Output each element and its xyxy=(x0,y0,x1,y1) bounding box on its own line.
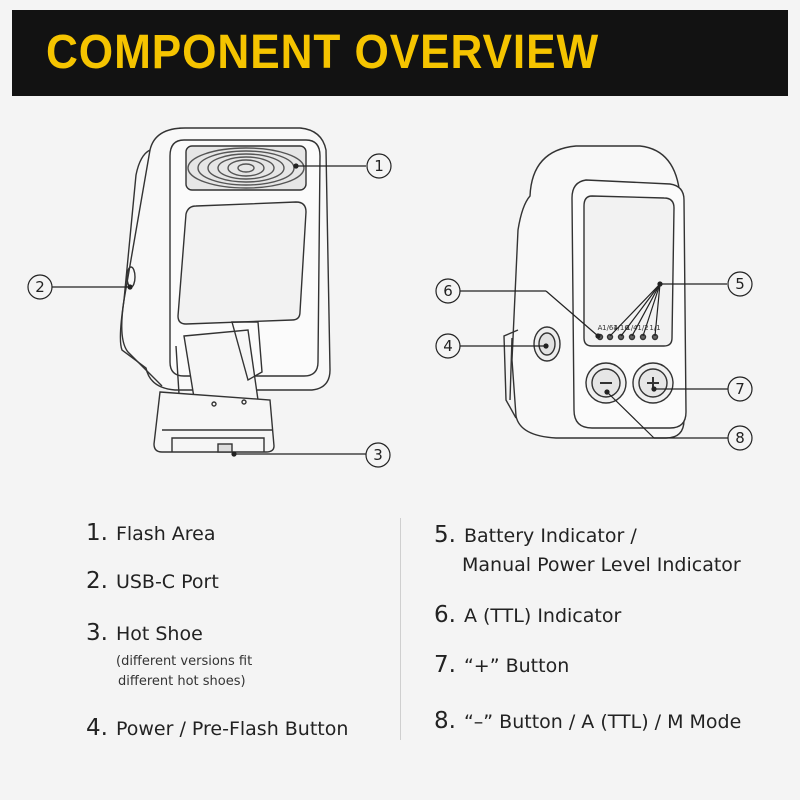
legend-item-1: 1.Flash Area xyxy=(86,520,216,546)
back-device xyxy=(503,145,687,439)
callout-markers: 1 2 3 4 5 6 7 8 xyxy=(27,153,753,468)
legend-item-8: 8.“–” Button / A (TTL) / M Mode xyxy=(434,708,742,734)
callout-4: 4 xyxy=(435,333,461,359)
svg-text:5: 5 xyxy=(735,275,745,293)
led-label-a: A xyxy=(598,324,603,332)
led-label-1-16: 1/16 xyxy=(613,324,629,332)
front-device xyxy=(119,127,331,453)
svg-text:7: 7 xyxy=(735,380,745,398)
callout-2: 2 xyxy=(27,274,53,300)
legend-item-3-note-line1: (different versions fit xyxy=(116,654,253,669)
legend-item-3: 3.Hot Shoe xyxy=(86,620,203,646)
led-labels: A 1/64 1/16 1/4 1/2 1/1 xyxy=(598,324,661,332)
plus-button[interactable] xyxy=(632,362,674,404)
led-label-1-1: 1/1 xyxy=(649,324,660,332)
page-title: COMPONENT OVERVIEW xyxy=(46,26,600,79)
svg-text:3: 3 xyxy=(373,446,383,464)
legend-item-4: 4.Power / Pre-Flash Button xyxy=(86,715,349,741)
svg-text:6: 6 xyxy=(443,282,453,300)
legend-item-5-line2: Manual Power Level Indicator xyxy=(462,554,741,576)
callout-7: 7 xyxy=(727,376,753,402)
svg-text:4: 4 xyxy=(443,337,453,355)
callout-5: 5 xyxy=(727,271,753,297)
legend-item-3-note-line2: different hot shoes) xyxy=(118,674,246,689)
led-indicator-row xyxy=(596,333,659,341)
minus-button[interactable] xyxy=(585,362,627,404)
title-banner: COMPONENT OVERVIEW xyxy=(12,10,788,96)
callout-3: 3 xyxy=(365,442,391,468)
led-label-1-4: 1/4 xyxy=(626,324,638,332)
led-label-1-2: 1/2 xyxy=(637,324,648,332)
legend-item-7: 7.“+” Button xyxy=(434,652,570,678)
component-diagram: A 1/64 1/16 1/4 1/2 1/1 1 xyxy=(27,127,753,468)
flash-area xyxy=(185,145,307,191)
legend-item-2: 2.USB-C Port xyxy=(86,568,219,594)
led-label-1-64: 1/64 xyxy=(602,324,618,332)
svg-text:8: 8 xyxy=(735,429,745,447)
svg-text:2: 2 xyxy=(35,278,45,296)
callout-6: 6 xyxy=(435,278,461,304)
callout-1: 1 xyxy=(366,153,392,179)
callout-leaders xyxy=(52,163,728,457)
svg-text:1: 1 xyxy=(374,157,384,175)
legend-divider xyxy=(400,518,401,740)
legend-item-5: 5.Battery Indicator / xyxy=(434,522,637,548)
callout-8: 8 xyxy=(727,425,753,451)
legend-item-6: 6.A (TTL) Indicator xyxy=(434,602,622,628)
